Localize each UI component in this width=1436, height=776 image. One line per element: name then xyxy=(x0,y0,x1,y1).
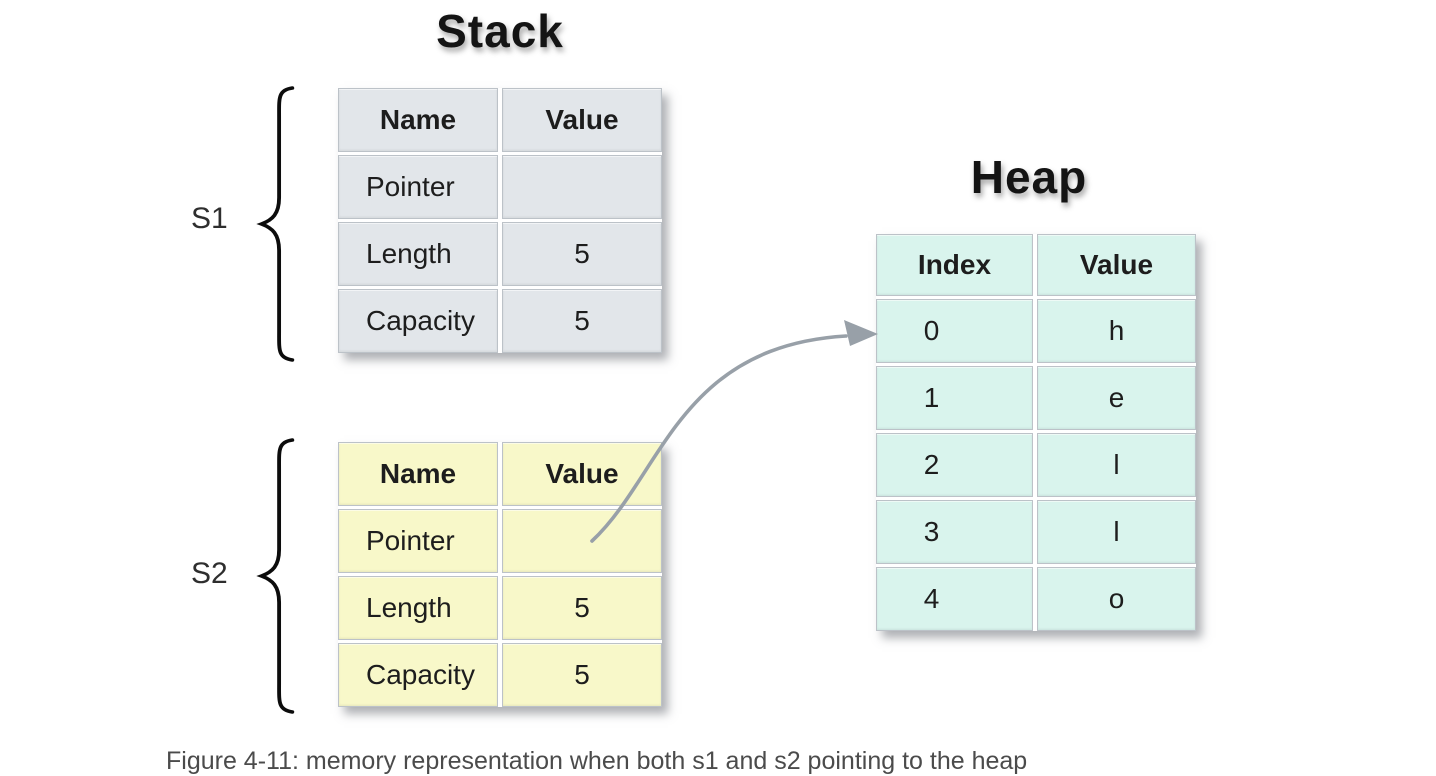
heap-header-value: Value xyxy=(1037,234,1196,296)
figure-caption: Figure 4-11: memory representation when … xyxy=(166,747,1028,775)
heap-value-4: o xyxy=(1037,567,1196,631)
s2-header-value: Value xyxy=(502,442,662,506)
s1-row-length-name: Length xyxy=(338,222,498,286)
s1-stack-table: Name Value Pointer Length 5 Capacity 5 xyxy=(338,88,662,353)
s2-brace xyxy=(256,438,295,714)
s2-stack-table: Name Value Pointer Length 5 Capacity 5 xyxy=(338,442,662,707)
heap-table: Index Value 0 h 1 e 2 l 3 l 4 o xyxy=(876,234,1196,631)
s2-row-capacity-name: Capacity xyxy=(338,643,498,707)
s2-variable-label: S2 xyxy=(191,557,228,590)
heap-value-2: l xyxy=(1037,433,1196,497)
s2-row-pointer-value xyxy=(502,509,662,573)
heap-header-index: Index xyxy=(876,234,1033,296)
stack-title: Stack xyxy=(436,5,564,57)
s1-row-pointer-value xyxy=(502,155,662,219)
s2-row-length-value: 5 xyxy=(502,576,662,640)
arrow-head xyxy=(844,320,878,346)
s1-row-length-value: 5 xyxy=(502,222,662,286)
heap-index-2: 2 xyxy=(876,433,1033,497)
s2-row-pointer-name: Pointer xyxy=(338,509,498,573)
heap-title: Heap xyxy=(970,151,1088,203)
s1-header-value: Value xyxy=(502,88,662,152)
s1-header-name: Name xyxy=(338,88,498,152)
heap-value-3: l xyxy=(1037,500,1196,564)
heap-index-4: 4 xyxy=(876,567,1033,631)
s1-row-capacity-value: 5 xyxy=(502,289,662,353)
heap-index-0: 0 xyxy=(876,299,1033,363)
heap-value-1: e xyxy=(1037,366,1196,430)
s1-row-capacity-name: Capacity xyxy=(338,289,498,353)
heap-index-3: 3 xyxy=(876,500,1033,564)
pointer-arrow xyxy=(590,320,878,543)
s1-variable-label: S1 xyxy=(191,202,228,235)
s1-row-pointer-name: Pointer xyxy=(338,155,498,219)
heap-index-1: 1 xyxy=(876,366,1033,430)
s2-header-name: Name xyxy=(338,442,498,506)
s2-row-length-name: Length xyxy=(338,576,498,640)
s2-row-capacity-value: 5 xyxy=(502,643,662,707)
s1-brace xyxy=(256,86,295,362)
heap-value-0: h xyxy=(1037,299,1196,363)
